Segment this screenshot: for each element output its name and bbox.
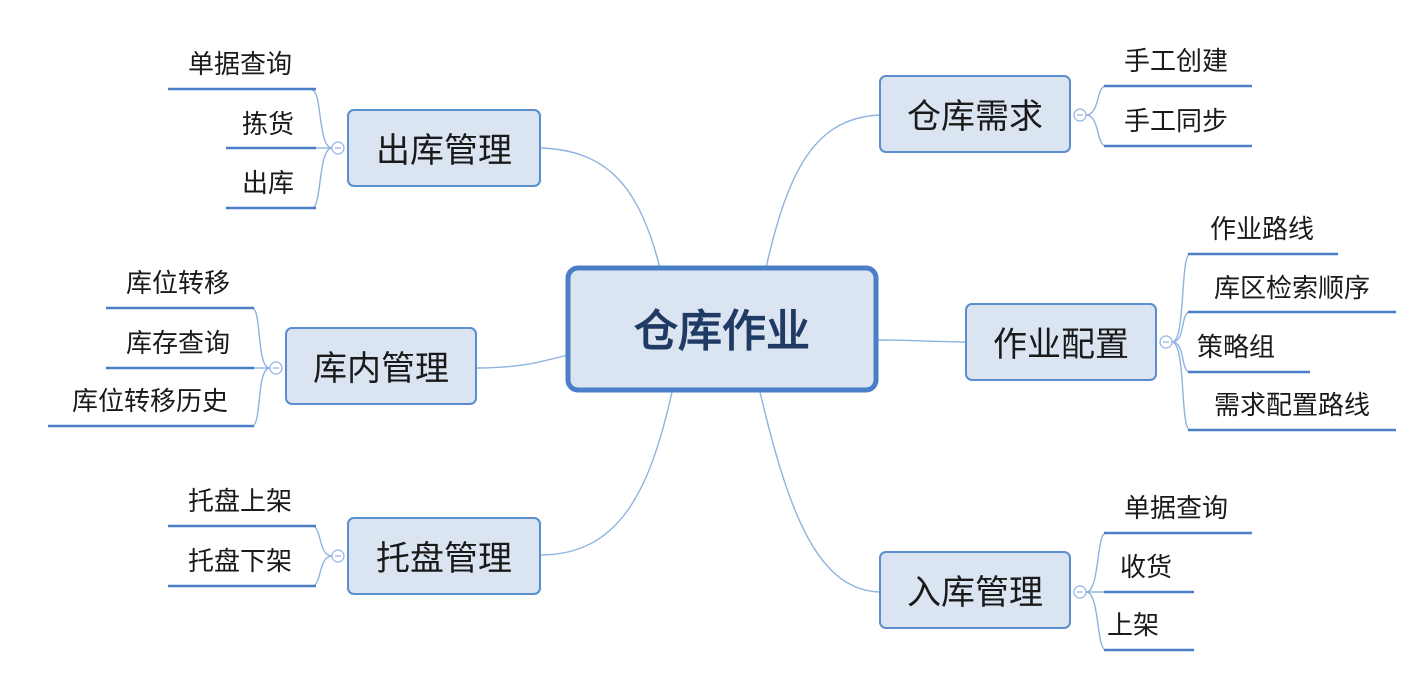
leaf-outbound-1[interactable]: 单据查询 bbox=[168, 50, 316, 91]
leaf-label: 作业路线 bbox=[1210, 215, 1314, 245]
connector-pallet bbox=[539, 391, 673, 556]
leaf-label: 库区检索顺序 bbox=[1214, 274, 1370, 304]
leaf-inbound-3[interactable]: 上架 bbox=[1104, 611, 1194, 652]
collapse-toggle-outbound[interactable] bbox=[331, 141, 345, 155]
leaf-pallet-2[interactable]: 托盘下架 bbox=[168, 547, 316, 588]
leaf-pallet-1[interactable]: 托盘上架 bbox=[168, 487, 316, 528]
leaf-config-2[interactable]: 库区检索顺序 bbox=[1188, 274, 1396, 314]
leaf-label: 策略组 bbox=[1197, 333, 1275, 363]
leaf-label: 拣货 bbox=[242, 110, 294, 140]
branch-config-label: 作业配置 bbox=[993, 325, 1129, 365]
leaf-label: 收货 bbox=[1120, 553, 1172, 583]
leaf-inventory-1[interactable]: 库位转移 bbox=[106, 269, 254, 310]
branch-demand-label: 仓库需求 bbox=[907, 97, 1043, 137]
leaf-inventory-2[interactable]: 库存查询 bbox=[106, 329, 254, 370]
leaf-label: 手工创建 bbox=[1124, 47, 1228, 77]
connector-config bbox=[875, 339, 967, 343]
connector-inventory bbox=[475, 354, 569, 369]
branch-outbound-label: 出库管理 bbox=[376, 131, 512, 171]
leaf-config-3[interactable]: 策略组 bbox=[1188, 333, 1310, 374]
leaf-label: 托盘上架 bbox=[188, 487, 292, 517]
leaf-inbound-1[interactable]: 单据查询 bbox=[1104, 494, 1252, 535]
connector-inbound bbox=[759, 391, 881, 593]
leaf-inventory-3[interactable]: 库位转移历史 bbox=[48, 387, 254, 428]
leaf-label: 库存查询 bbox=[126, 329, 230, 359]
branch-inbound-label: 入库管理 bbox=[907, 573, 1043, 613]
leaf-outbound-3[interactable]: 出库 bbox=[226, 169, 316, 210]
leaf-label: 托盘下架 bbox=[188, 547, 292, 577]
leaf-demand-2[interactable]: 手工同步 bbox=[1104, 107, 1252, 148]
branch-pallet[interactable]: 托盘管理 bbox=[347, 517, 541, 595]
leaf-label: 库位转移 bbox=[126, 269, 230, 299]
leaf-inbound-2[interactable]: 收货 bbox=[1104, 553, 1194, 594]
collapse-toggle-pallet[interactable] bbox=[331, 549, 345, 563]
leaf-label: 单据查询 bbox=[188, 50, 292, 80]
leaf-label: 需求配置路线 bbox=[1214, 391, 1370, 421]
branch-inventory[interactable]: 库内管理 bbox=[285, 327, 477, 405]
collapse-toggle-demand[interactable] bbox=[1073, 108, 1087, 122]
collapse-toggle-config[interactable] bbox=[1159, 335, 1173, 349]
collapse-toggle-inbound[interactable] bbox=[1073, 585, 1087, 599]
leaf-label: 手工同步 bbox=[1124, 107, 1228, 137]
branch-inventory-label: 库内管理 bbox=[313, 349, 449, 389]
root-node[interactable]: 仓库作业 bbox=[565, 265, 879, 393]
leaf-demand-1[interactable]: 手工创建 bbox=[1104, 47, 1252, 88]
leaf-label: 上架 bbox=[1107, 611, 1159, 641]
branch-demand[interactable]: 仓库需求 bbox=[879, 75, 1071, 153]
collapse-toggle-inventory[interactable] bbox=[269, 361, 283, 375]
branch-config[interactable]: 作业配置 bbox=[965, 303, 1157, 381]
leaf-outbound-2[interactable]: 拣货 bbox=[226, 110, 316, 150]
leaf-label: 单据查询 bbox=[1124, 494, 1228, 524]
branch-pallet-label: 托盘管理 bbox=[376, 539, 512, 579]
leaf-config-1[interactable]: 作业路线 bbox=[1188, 215, 1338, 256]
connector-outbound bbox=[539, 147, 661, 269]
root-label: 仓库作业 bbox=[634, 306, 810, 357]
connector-demand bbox=[765, 114, 881, 269]
branch-outbound[interactable]: 出库管理 bbox=[347, 109, 541, 187]
branch-inbound[interactable]: 入库管理 bbox=[879, 551, 1071, 629]
leaf-label: 出库 bbox=[242, 169, 294, 199]
leaf-label: 库位转移历史 bbox=[72, 387, 228, 417]
leaf-config-4[interactable]: 需求配置路线 bbox=[1188, 391, 1396, 432]
